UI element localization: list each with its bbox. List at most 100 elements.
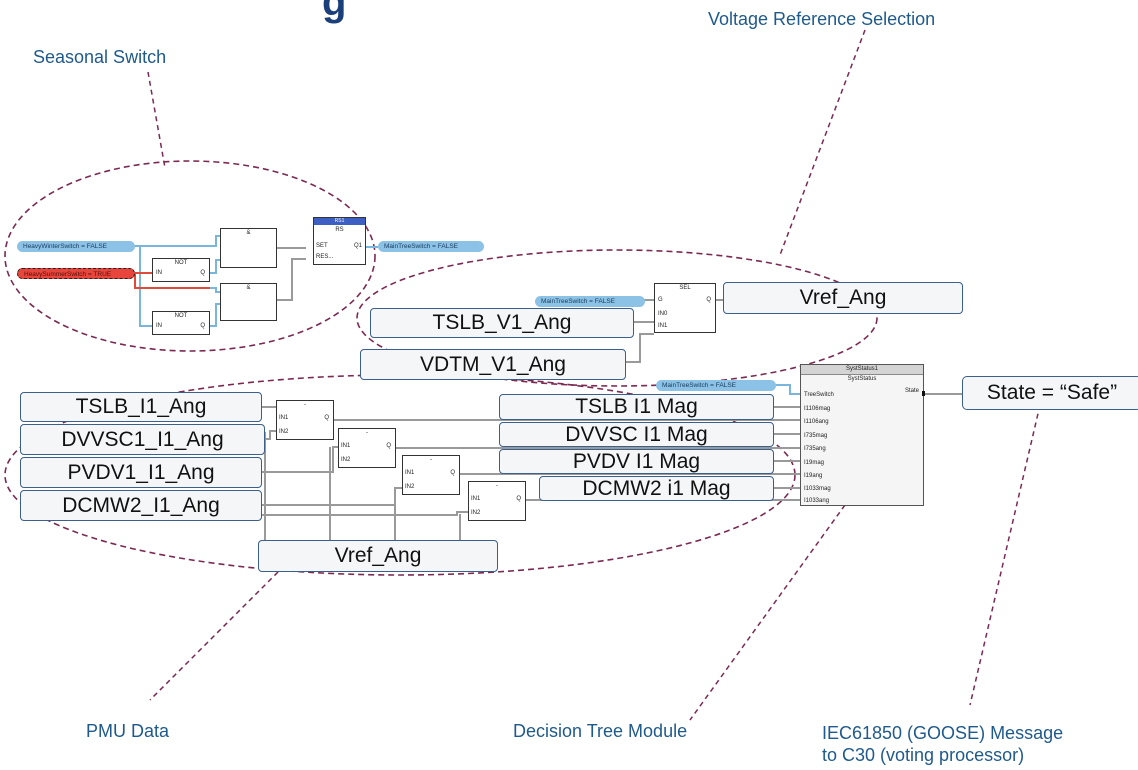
rs-out-pin: Q1 [353,243,362,249]
and-to-rs-wires [277,247,306,301]
winter-switch-input[interactable]: HeavyWinterSwitch = FALSE [17,241,135,252]
not-gate-1-q: Q [200,270,205,276]
module-output-state-pin: State [904,388,919,394]
pvdv-i1-mag-tag[interactable]: PVDV I1 Mag [499,449,774,474]
pvdv1-i1-ang-tag[interactable]: PVDV1_I1_Ang [20,457,262,488]
not-gate-2-label: NOT [174,313,188,319]
sub3-in2-pin: IN2 [405,484,415,490]
module-input-i1106mag: I1106mag [804,406,831,412]
not-gate-2[interactable]: NOT IN Q [152,311,210,335]
rs-set-pin: SET [316,243,328,249]
and-gate-1[interactable]: & [220,228,277,268]
module-input-i1033ang: I1033ang [804,498,830,504]
sub1-in2-pin: IN2 [279,429,289,435]
sub2-in2-pin: IN2 [341,457,351,463]
sel-block-label: SEL [679,285,691,291]
module-input-treeswitch: TreeSwitch [804,392,834,398]
vref-ang-pmu-tag[interactable]: Vref_Ang [258,540,498,572]
dvvsc-i1-mag-tag[interactable]: DVVSC I1 Mag [499,422,774,447]
tslb-i1-ang-tag[interactable]: TSLB_I1_Ang [20,392,262,422]
sub2-in1-pin: IN1 [341,443,351,449]
decision-tree-module-name: SystStatus [847,376,877,382]
pmu-angle-wires [262,406,468,516]
dvvsc1-i1-ang-tag[interactable]: DVVSC1_I1_Ang [20,424,265,455]
subtract-block-1-label: - [304,402,306,408]
module-input-i19ang: I19ang [804,473,823,479]
iec-message-label-line1: IEC61850 (GOOSE) Message [822,723,1064,743]
pmu-mag-wires [774,406,800,489]
sub4-q-pin: Q [516,496,521,502]
not-to-and-wires [210,259,220,327]
rs-flipflop-label: RS [335,227,344,233]
dcmw2-i1-ang-tag[interactable]: DCMW2_I1_Ang [20,490,262,521]
seasonal-leader-line [147,71,166,169]
sel-q-pin: Q [706,297,711,303]
vdtm-v1-ang-tag[interactable]: VDTM_V1_Ang [360,349,626,380]
module-output-port [922,391,925,396]
subtract-block-4[interactable]: - IN1 IN2 Q [468,481,526,521]
sel-g-pin: G [658,297,663,303]
sel-block[interactable]: SEL G IN0 IN1 Q [654,283,716,333]
not-gate-2-in: IN [156,323,162,329]
sub4-in1-pin: IN1 [471,496,481,502]
subtract-block-4-label: - [496,483,498,489]
subtract-block-2-label: - [366,430,368,436]
sub1-in1-pin: IN1 [279,415,289,421]
subtract-block-1[interactable]: - IN1 IN2 Q [276,400,334,440]
state-output-tag[interactable]: State = “Safe” [962,376,1138,410]
tslb-i1-mag-tag[interactable]: TSLB I1 Mag [499,394,774,420]
module-input-i735ang: I735ang [804,446,826,452]
sub2-q-pin: Q [386,443,391,449]
sub1-q-pin: Q [324,415,329,421]
tslb-v1-ang-tag[interactable]: TSLB_V1_Ang [370,308,634,338]
tree-switch-wire [776,384,800,395]
and-gate-inputs [210,235,220,293]
page-title-fragment: g [322,0,347,24]
summer-switch-input[interactable]: HeavySummerSwitch = TRUE [17,268,135,279]
module-input-i1033mag: I1033mag [804,486,831,492]
main-tree-switch-sel-input[interactable]: MainTreeSwitch = FALSE [535,296,645,307]
sel-in0-pin: IN0 [658,311,668,317]
sel-in1-pin: IN1 [658,323,668,329]
not-gate-1-in: IN [156,270,162,276]
sub4-in2-pin: IN2 [471,510,481,516]
main-tree-switch-output[interactable]: MainTreeSwitch = FALSE [378,241,484,252]
voltage-ref-label: Voltage Reference Selection [708,9,936,29]
not-gate-1[interactable]: NOT IN Q [152,258,210,282]
decision-tree-leader-line [689,504,846,721]
seasonal-switch-outline [4,160,376,352]
dcmw2-i1-mag-tag[interactable]: DCMW2 i1 Mag [539,476,774,501]
pmu-leader-line [149,571,279,701]
decision-tree-module-header: SystStatus1 [801,365,923,375]
rs-flipflop-header: RS1 [314,218,365,225]
decision-tree-module[interactable]: SystStatus1 SystStatus TreeSwitch I1106m… [800,364,924,506]
sub3-in1-pin: IN1 [405,470,415,476]
rs-flipflop[interactable]: RS1 RS SET RES... Q1 [313,217,366,265]
and-gate-2-label: & [246,285,251,291]
decision-tree-label: Decision Tree Module [513,721,688,741]
pmu-data-label: PMU Data [86,721,170,741]
main-tree-switch-module-input[interactable]: MainTreeSwitch = FALSE [656,380,776,391]
iec-leader-line [969,404,1041,706]
module-input-i19mag: I19mag [804,460,825,466]
iec-message-label-line2: to C30 (voting processor) [822,745,1025,765]
voltage-ref-outline [356,249,878,387]
pmu-sub-outputs [334,419,800,501]
subtract-block-2[interactable]: - IN1 IN2 Q [338,428,396,468]
not-gate-2-q: Q [200,323,205,329]
subtract-block-3-label: - [430,457,432,463]
not-gate-1-label: NOT [174,260,188,266]
vref-ang-output-tag[interactable]: Vref_Ang [723,282,963,314]
summer-wire [134,272,210,289]
module-input-i735mag: I735mag [804,433,828,439]
module-input-i1106ang: I1106ang [804,419,829,425]
subtract-block-3[interactable]: - IN1 IN2 Q [402,455,460,495]
and-gate-2[interactable]: & [220,283,277,321]
vref-bus-wires [264,432,461,545]
seasonal-switch-label: Seasonal Switch [33,47,167,67]
rs-reset-pin: RES... [316,254,334,260]
and-gate-1-label: & [246,230,251,236]
sub3-q-pin: Q [450,470,455,476]
voltage-ref-leader-line [779,29,866,256]
